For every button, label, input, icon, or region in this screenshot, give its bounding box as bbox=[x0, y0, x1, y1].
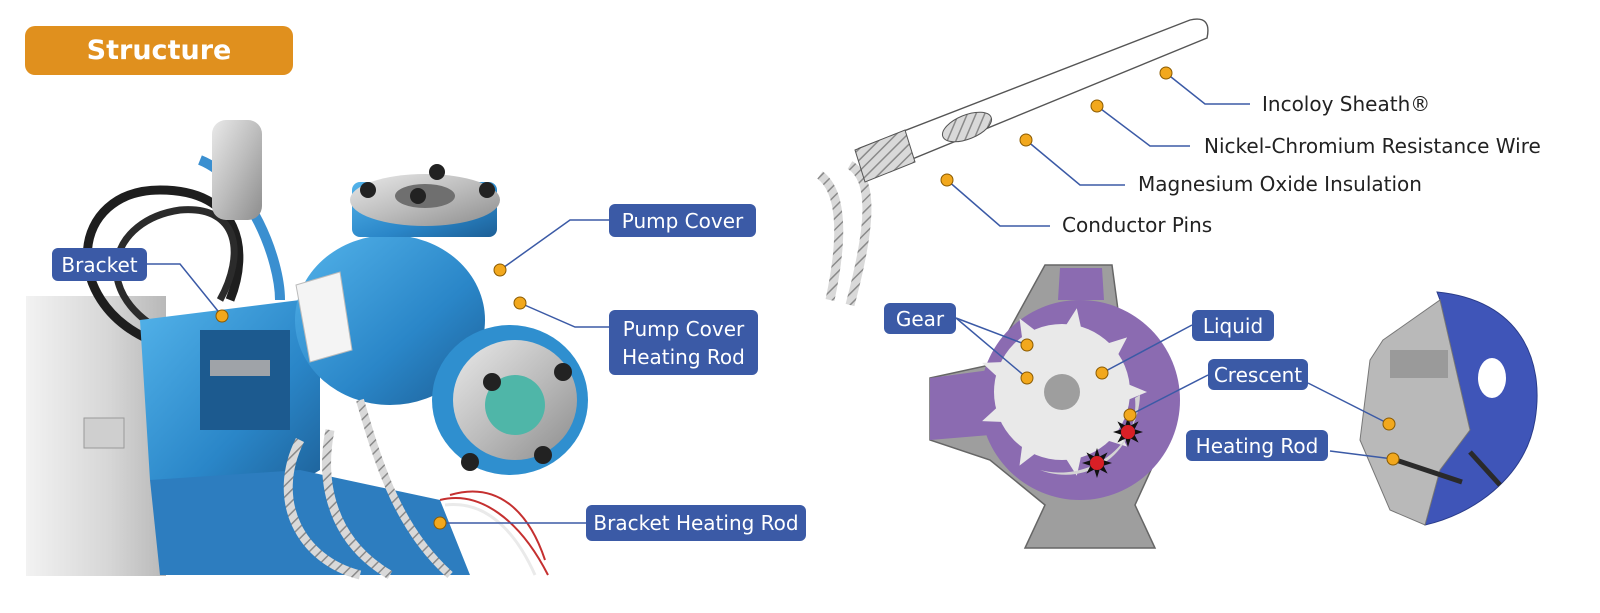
bolt bbox=[534, 446, 552, 464]
callout-markers bbox=[215, 66, 1400, 530]
label-pump-cover-heating-rod-line1: Pump Cover bbox=[622, 316, 745, 341]
black-cable-2 bbox=[113, 206, 238, 334]
callout-marker bbox=[1382, 417, 1396, 431]
leader-crescent bbox=[1129, 374, 1209, 416]
callout-marker bbox=[1020, 338, 1034, 352]
leader-pump-cover-heating-rod bbox=[519, 302, 610, 328]
leader-bracket bbox=[140, 263, 223, 317]
cover-blue-ring bbox=[1424, 291, 1538, 526]
leader-insulation bbox=[1025, 139, 1125, 186]
bolt bbox=[429, 164, 445, 180]
callout-marker bbox=[513, 296, 527, 310]
cover-port bbox=[1478, 358, 1506, 398]
junction-box bbox=[212, 120, 262, 220]
pump-leader-lines bbox=[140, 219, 610, 524]
heating-element-cutaway bbox=[817, 18, 1209, 307]
callout-marker bbox=[1123, 408, 1137, 422]
label-heating-rod: Heating Rod bbox=[1186, 430, 1328, 461]
leader-liquid bbox=[1101, 324, 1193, 374]
hotspot-dot bbox=[1121, 425, 1135, 439]
leader-crescent-cover bbox=[1307, 382, 1390, 425]
label-pump-cover-heating-rod: Pump Cover Heating Rod bbox=[609, 310, 758, 375]
inlet-port bbox=[930, 370, 990, 440]
heater-leader-lines bbox=[946, 72, 1250, 227]
callout-marker bbox=[1095, 366, 1109, 380]
leader-gear-2 bbox=[955, 317, 1028, 379]
callout-marker bbox=[215, 309, 229, 323]
wire bbox=[444, 502, 537, 576]
bolt bbox=[410, 188, 426, 204]
front-port bbox=[485, 375, 545, 435]
gear-pump-cross-section bbox=[929, 264, 1180, 549]
label-pump-cover: Pump Cover bbox=[609, 204, 756, 237]
label-liquid: Liquid bbox=[1192, 310, 1274, 341]
leader-gear-1 bbox=[955, 317, 1028, 346]
heater-wire-exposed bbox=[854, 129, 916, 183]
cover-slot bbox=[1390, 350, 1448, 378]
bracket-window bbox=[200, 330, 290, 430]
hotspot-dot bbox=[1090, 456, 1104, 470]
label-bracket: Bracket bbox=[52, 248, 147, 281]
braided-hose bbox=[322, 429, 393, 579]
braided-hose bbox=[356, 398, 453, 578]
label-resistance-wire: Nickel-Chromium Resistance Wire bbox=[1204, 134, 1541, 158]
label-pump-cover-heating-rod-line2: Heating Rod bbox=[622, 344, 745, 369]
gear-pump-illustration bbox=[26, 120, 588, 580]
label-gear: Gear bbox=[884, 303, 956, 334]
pump-body bbox=[295, 235, 485, 405]
heater-coil-window bbox=[941, 111, 993, 143]
braided-hose bbox=[283, 437, 362, 580]
cover-leader-lines bbox=[1307, 382, 1394, 460]
leader-conductor-pins bbox=[946, 179, 1050, 227]
wire bbox=[449, 490, 546, 561]
bolt bbox=[483, 373, 501, 391]
leader-sheath bbox=[1165, 72, 1250, 105]
label-insulation: Magnesium Oxide Insulation bbox=[1138, 172, 1422, 196]
pump-tag bbox=[295, 271, 353, 363]
callout-marker bbox=[1090, 99, 1104, 113]
callout-marker bbox=[1019, 133, 1033, 147]
heater-sheath bbox=[857, 18, 1209, 163]
wire bbox=[439, 497, 549, 576]
label-conductor-pins: Conductor Pins bbox=[1062, 213, 1213, 237]
callout-marker bbox=[1159, 66, 1173, 80]
black-cable bbox=[83, 185, 244, 345]
cover-heating-rod-2 bbox=[1468, 450, 1502, 487]
callout-marker bbox=[433, 516, 447, 530]
heater-lead bbox=[817, 171, 844, 301]
bolt bbox=[554, 363, 572, 381]
label-incoloy-sheath: Incoloy Sheath® bbox=[1262, 92, 1431, 116]
motor-hinge bbox=[83, 417, 125, 449]
heater-lead bbox=[845, 161, 872, 307]
callout-marker bbox=[940, 173, 954, 187]
callout-marker bbox=[493, 263, 507, 277]
bolt bbox=[461, 453, 479, 471]
callout-marker bbox=[1386, 452, 1400, 466]
leader-heating-rod bbox=[1329, 450, 1394, 460]
label-bracket-heating-rod: Bracket Heating Rod bbox=[586, 505, 806, 541]
leader-resistance-wire bbox=[1096, 105, 1190, 147]
leader-pump-cover bbox=[499, 219, 610, 271]
gear-hub bbox=[1044, 374, 1080, 410]
gear-leader-lines bbox=[955, 317, 1209, 416]
pump-cover-cutaway bbox=[1359, 291, 1538, 526]
section-heading: Structure Features: bbox=[25, 26, 293, 115]
bolt bbox=[360, 182, 376, 198]
shaft bbox=[210, 360, 270, 376]
label-crescent: Crescent bbox=[1208, 359, 1308, 390]
callout-marker bbox=[1020, 371, 1034, 385]
pump-base bbox=[150, 470, 470, 575]
cover-heating-rod bbox=[1392, 456, 1463, 485]
bolt bbox=[479, 182, 495, 198]
outlet-port bbox=[1058, 268, 1104, 300]
